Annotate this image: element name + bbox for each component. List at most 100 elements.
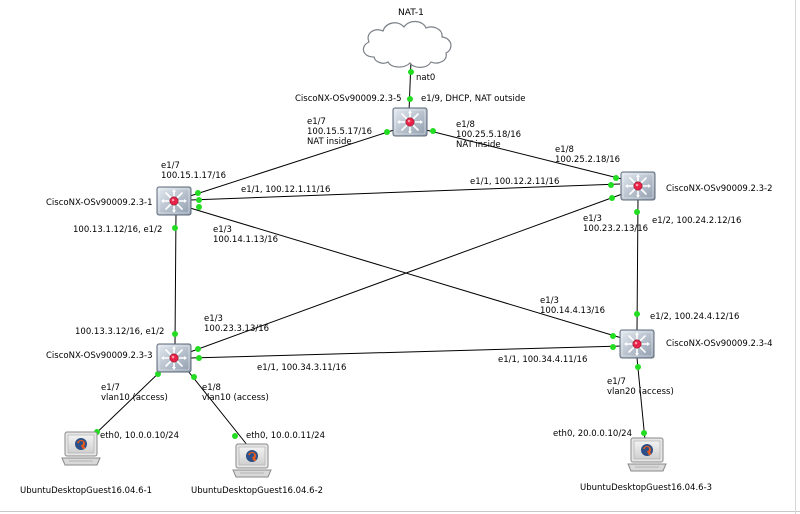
label-sw3-e17-vlan: vlan10 (access): [101, 393, 168, 403]
link-sw4-pc3[interactable]: [636, 357, 646, 441]
switch-sw2[interactable]: [620, 171, 656, 201]
label-sw5-e18-ip: 100.25.5.18/16: [456, 130, 521, 140]
label-sw5-e19: e1/9, DHCP, NAT outside: [421, 94, 525, 104]
pc-icon: [627, 437, 667, 472]
port-dot: [195, 346, 201, 352]
label-nat0: nat0: [416, 73, 435, 83]
label-sw1-e11: e1/1, 100.12.1.11/16: [241, 185, 330, 195]
node-label-sw3[interactable]: CiscoNX-OSv90009.2.3-3: [46, 351, 153, 361]
cloud-label: NAT-1: [398, 8, 424, 18]
node-label-pc3[interactable]: UbuntuDesktopGuest16.04.6-3: [580, 483, 712, 493]
label-sw3-e11: e1/1, 100.34.3.11/16: [257, 363, 346, 373]
node-label-sw1[interactable]: CiscoNX-OSv90009.2.3-1: [46, 198, 153, 208]
label-sw3-e13-ip: 100.23.3.13/16: [204, 324, 269, 334]
host-pc3[interactable]: [627, 437, 667, 472]
port-dot: [613, 175, 619, 181]
port-dot: [634, 311, 640, 317]
port-dot: [610, 333, 616, 339]
node-label-sw2[interactable]: CiscoNX-OSv90009.2.3-2: [666, 184, 773, 194]
interface-labels: nat0 e1/9, DHCP, NAT outside e1/7 100.15…: [73, 73, 741, 441]
label-sw5-e17: e1/7: [307, 117, 326, 127]
label-sw3-e12: 100.13.3.12/16, e1/2: [75, 327, 164, 337]
port-dot: [610, 344, 616, 350]
link-sw5-sw1[interactable]: [186, 128, 398, 198]
port-dot: [608, 182, 614, 188]
label-pc2-eth0: eth0, 10.0.0.11/24: [246, 431, 325, 441]
label-sw5-e17-ip: 100.15.5.17/16: [307, 127, 372, 137]
label-pc1-eth0: eth0, 10.0.0.10/24: [100, 431, 179, 441]
port-dot: [407, 96, 413, 102]
label-sw4-e17: e1/7: [607, 377, 626, 387]
label-pc3-eth0: eth0, 20.0.0.10/24: [553, 429, 632, 439]
node-label-sw5[interactable]: CiscoNX-OSv90009.2.3-5: [295, 94, 402, 104]
label-sw4-e13: e1/3: [540, 296, 559, 306]
switch-sw5[interactable]: [392, 107, 428, 137]
switch-sw1[interactable]: [156, 186, 192, 216]
label-sw1-e13-ip: 100.14.1.13/16: [213, 235, 278, 245]
label-sw2-e13-ip: 100.23.2.13/16: [583, 224, 648, 234]
port-dot: [384, 129, 390, 135]
switch-sw3[interactable]: [156, 343, 192, 373]
label-sw4-e12: e1/2, 100.24.4.12/16: [650, 312, 739, 322]
port-dot: [196, 197, 202, 203]
link-sw5-sw2[interactable]: [421, 128, 635, 183]
label-sw2-e11: e1/1, 100.12.2.11/16: [470, 177, 559, 187]
port-dot: [196, 355, 202, 361]
port-dot: [635, 364, 641, 370]
nat-cloud[interactable]: NAT-1: [362, 8, 452, 68]
port-dot: [191, 374, 197, 380]
label-sw3-e17: e1/7: [101, 383, 120, 393]
port-dot: [172, 331, 178, 337]
label-sw3-e18: e1/8: [202, 383, 221, 393]
node-label-sw4[interactable]: CiscoNX-OSv90009.2.3-4: [666, 339, 773, 349]
label-sw3-e13: e1/3: [204, 314, 223, 324]
node-label-pc1[interactable]: UbuntuDesktopGuest16.04.6-1: [20, 486, 152, 496]
link-sw1-sw2[interactable]: [189, 183, 621, 201]
port-dot: [430, 128, 436, 134]
label-sw2-e18-ip: 100.25.2.18/16: [555, 155, 620, 165]
port-dot: [172, 225, 178, 231]
label-sw1-e12: 100.13.1.12/16, e1/2: [73, 225, 162, 235]
label-sw3-e18-vlan: vlan10 (access): [202, 393, 269, 403]
label-sw2-e18: e1/8: [555, 145, 574, 155]
label-sw1-e17-ip: 100.15.1.17/16: [161, 171, 226, 181]
port-dot: [196, 204, 202, 210]
label-sw4-e11: e1/1, 100.34.4.11/16: [498, 355, 587, 365]
label-sw2-e12: e1/2, 100.24.2.12/16: [652, 216, 741, 226]
node-label-pc2[interactable]: UbuntuDesktopGuest16.04.6-2: [191, 486, 323, 496]
switch-sw4[interactable]: [619, 329, 655, 359]
label-sw5-e18-nat: NAT inside: [456, 140, 501, 150]
link-sw3-pc1[interactable]: [86, 365, 167, 443]
port-dot: [195, 190, 201, 196]
port-dot: [641, 430, 647, 436]
switch-icon: [619, 329, 655, 359]
cloud-icon: [362, 20, 452, 68]
label-sw1-e17: e1/7: [161, 161, 180, 171]
port-dot: [408, 69, 414, 75]
link-sw2-sw3[interactable]: [189, 192, 626, 353]
host-pc2[interactable]: [232, 443, 272, 478]
port-dot: [634, 209, 640, 215]
link-sw3-sw4[interactable]: [189, 345, 624, 359]
switch-icon: [156, 186, 192, 216]
switch-icon: [156, 343, 192, 373]
host-pc1[interactable]: [61, 431, 101, 466]
label-sw1-e13: e1/3: [213, 225, 232, 235]
port-status-dots: [94, 69, 647, 439]
label-sw5-e17-nat: NAT inside: [307, 137, 352, 147]
pc-icon: [61, 431, 101, 466]
label-sw4-e13-ip: 100.14.4.13/16: [540, 306, 605, 316]
port-dot: [609, 195, 615, 201]
label-sw5-e18: e1/8: [456, 120, 475, 130]
links: [86, 59, 646, 447]
link-sw1-sw3[interactable]: [174, 210, 177, 346]
link-sw1-sw4[interactable]: [189, 207, 626, 340]
switch-icon: [392, 107, 428, 137]
link-nat-sw5[interactable]: [408, 59, 412, 113]
node-labels: CiscoNX-OSv90009.2.3-5 CiscoNX-OSv90009.…: [20, 94, 773, 496]
label-sw2-e13: e1/3: [583, 214, 602, 224]
switch-icon: [620, 171, 656, 201]
port-dot: [232, 433, 238, 439]
link-sw2-sw4[interactable]: [636, 197, 639, 332]
